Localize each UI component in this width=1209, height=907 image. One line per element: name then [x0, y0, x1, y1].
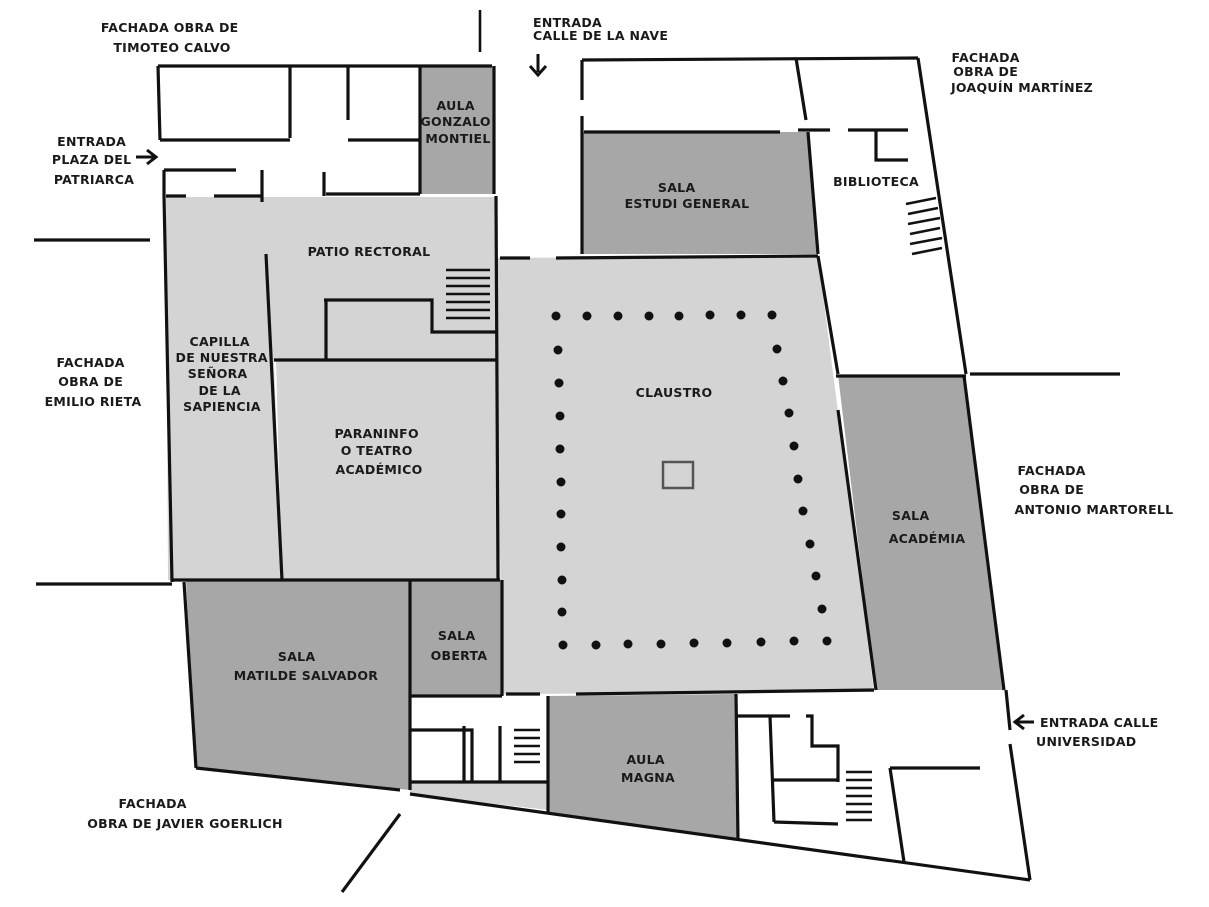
column-dot-icon: [689, 638, 699, 648]
column-dot-icon: [623, 639, 633, 649]
column-dot-icon: [793, 474, 803, 484]
label-aula-magna: AULA MAGNA: [621, 752, 675, 785]
column-dot-icon: [767, 310, 777, 320]
label-aula-gonzalo-montiel: AULA GONZALO MONTIEL: [421, 98, 496, 146]
column-dot-icon: [789, 636, 799, 646]
column-dot-icon: [555, 411, 565, 421]
column-dot-icon: [553, 345, 563, 355]
passage-light: [410, 782, 548, 810]
column-dot-icon: [591, 640, 601, 650]
label-sala-academia: SALA ACADÉMIA: [889, 508, 966, 546]
column-dot-icon: [674, 311, 684, 321]
column-dot-icon: [554, 378, 564, 388]
label-sala-matilde-salvador: SALA MATILDE SALVADOR: [234, 649, 378, 683]
labels: FACHADA OBRA DE TIMOTEO CALVO ENTRADA CA…: [45, 15, 1174, 831]
column-dot-icon: [555, 444, 565, 454]
column-dot-icon: [558, 640, 568, 650]
label-fachada-javier: FACHADA OBRA DE JAVIER GOERLICH: [87, 796, 283, 831]
column-dot-icon: [789, 441, 799, 451]
column-dot-icon: [613, 311, 623, 321]
label-paraninfo: PARANINFO O TEATRO ACADÉMICO: [334, 426, 423, 477]
column-dot-icon: [556, 509, 566, 519]
label-sala-oberta: SALA OBERTA: [431, 628, 488, 663]
column-dot-icon: [557, 607, 567, 617]
aula-gonzalo-montiel-room[interactable]: [421, 66, 494, 194]
label-biblioteca: BIBLIOTECA: [833, 174, 919, 189]
column-dot-icon: [822, 636, 832, 646]
label-entrada-patriarca: ENTRADA PLAZA DEL PATRIARCA: [52, 134, 136, 187]
label-fachada-joaquin: FACHADA OBRA DE JOAQUÍN MARTÍNEZ: [950, 50, 1093, 95]
column-dot-icon: [551, 311, 561, 321]
column-dot-icon: [722, 638, 732, 648]
column-dot-icon: [582, 311, 592, 321]
column-dot-icon: [811, 571, 821, 581]
label-claustro: CLAUSTRO: [636, 385, 713, 400]
claustro-columns: [551, 310, 832, 650]
capilla-room[interactable]: [166, 197, 282, 580]
stairs-icon: [905, 196, 943, 256]
label-fachada-emilio: FACHADA OBRA DE EMILIO RIETA: [45, 355, 142, 409]
stairs-icon: [514, 728, 540, 764]
sala-academia-room[interactable]: [838, 375, 1003, 690]
label-fachada-timoteo: FACHADA OBRA DE TIMOTEO CALVO: [101, 20, 243, 55]
column-dot-icon: [644, 311, 654, 321]
walls: [34, 10, 1120, 893]
column-dot-icon: [736, 310, 746, 320]
column-dot-icon: [656, 639, 666, 649]
sala-estudi-general-room[interactable]: [583, 132, 818, 254]
column-dot-icon: [557, 575, 567, 585]
stairs-icon: [846, 770, 872, 822]
arrow-right-icon: [136, 148, 159, 166]
sala-oberta-room[interactable]: [410, 580, 502, 696]
label-patio-rectoral: PATIO RECTORAL: [308, 244, 431, 259]
room-fills: [166, 66, 1003, 838]
column-dot-icon: [705, 310, 715, 320]
label-entrada-universidad: ENTRADA CALLE UNIVERSIDAD: [1036, 715, 1163, 749]
column-dot-icon: [817, 604, 827, 614]
label-sala-estudi-general: SALA ESTUDI GENERAL: [625, 180, 750, 211]
sala-matilde-salvador-room[interactable]: [186, 580, 410, 790]
column-dot-icon: [556, 477, 566, 487]
aula-magna-room[interactable]: [549, 694, 738, 838]
column-dot-icon: [784, 408, 794, 418]
column-dot-icon: [798, 506, 808, 516]
arrow-left-icon: [1012, 713, 1034, 731]
paraninfo-room[interactable]: [276, 360, 500, 580]
label-entrada-nave: ENTRADA CALLE DE LA NAVE: [533, 15, 668, 43]
column-dot-icon: [556, 542, 566, 552]
claustro-room[interactable]: [496, 256, 874, 694]
column-dot-icon: [756, 637, 766, 647]
fountain-icon: [661, 460, 695, 490]
label-capilla: CAPILLA DE NUESTRA SEÑORA DE LA SAPIENCI…: [176, 334, 273, 414]
column-dot-icon: [778, 376, 788, 386]
arrow-down-icon: [528, 54, 548, 78]
stairs-icon: [446, 268, 490, 320]
column-dot-icon: [805, 539, 815, 549]
column-dot-icon: [772, 344, 782, 354]
label-fachada-antonio: FACHADA OBRA DE ANTONIO MARTORELL: [1015, 463, 1174, 517]
